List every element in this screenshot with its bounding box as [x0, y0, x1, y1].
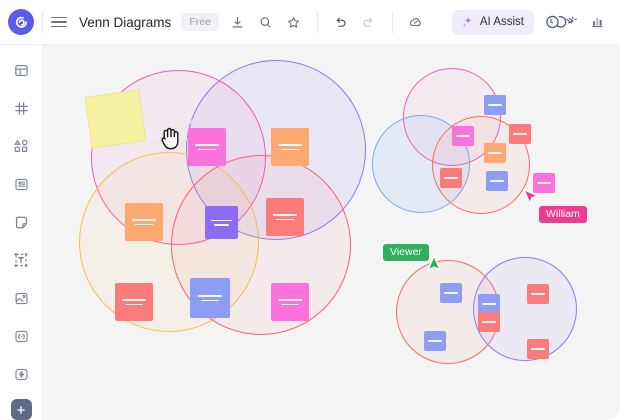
- search-icon[interactable]: [253, 9, 279, 35]
- sidebar-add-button[interactable]: [10, 399, 32, 420]
- sidebar-item-templates[interactable]: [8, 57, 34, 83]
- ai-assist-button[interactable]: AI Assist: [451, 9, 534, 35]
- redo-icon[interactable]: [356, 9, 382, 35]
- note-red-1[interactable]: [266, 198, 304, 236]
- diagram-canvas[interactable]: William Viewer: [43, 45, 620, 420]
- viewer-cursor-label: Viewer: [383, 244, 429, 261]
- note-tr-blue-2[interactable]: [486, 171, 508, 191]
- sidebar-item-image[interactable]: [8, 285, 34, 311]
- note-tr-pink-1[interactable]: [452, 126, 474, 146]
- note-pink-2[interactable]: [271, 283, 309, 321]
- page-title: Venn Diagrams: [79, 14, 172, 30]
- plan-badge: Free: [181, 13, 219, 31]
- sidebar-item-sticky[interactable]: [8, 209, 34, 235]
- sparkles-icon: [462, 16, 472, 27]
- note-tr-pink-2[interactable]: [533, 173, 555, 193]
- note-br-blue-2[interactable]: [478, 294, 500, 314]
- divider: [391, 11, 393, 33]
- note-purple-1[interactable]: [205, 206, 238, 239]
- download-icon[interactable]: [225, 9, 251, 35]
- note-tr-blue-1[interactable]: [484, 95, 506, 115]
- bar-chart-icon[interactable]: [584, 9, 610, 35]
- william-cursor-label: William: [539, 206, 587, 223]
- viewer-cursor: [427, 255, 441, 271]
- hamburger-menu-icon[interactable]: [51, 16, 67, 28]
- note-br-red-2[interactable]: [478, 312, 500, 332]
- note-red-2[interactable]: [115, 283, 153, 321]
- note-blue-1[interactable]: [190, 278, 230, 318]
- note-tr-orange-1[interactable]: [484, 143, 506, 163]
- note-br-blue-3[interactable]: [424, 331, 446, 351]
- collaborator-avatars-icon[interactable]: [544, 11, 578, 33]
- app-logo-swirl-icon[interactable]: [8, 9, 34, 35]
- note-br-red-3[interactable]: [527, 339, 549, 359]
- toolbar-icon-group: [225, 9, 429, 35]
- sidebar-item-frame[interactable]: [8, 95, 34, 121]
- top-bar: Venn Diagrams Free: [0, 0, 620, 45]
- note-tr-red-2[interactable]: [440, 168, 462, 188]
- left-sidebar: [0, 45, 43, 420]
- note-orange-2[interactable]: [125, 203, 163, 241]
- sidebar-item-embed[interactable]: [8, 323, 34, 349]
- sidebar-item-text[interactable]: [8, 247, 34, 273]
- william-cursor: [523, 188, 539, 205]
- dragged-sticky-note[interactable]: [84, 89, 147, 149]
- divider: [316, 11, 318, 33]
- sidebar-item-media[interactable]: [8, 171, 34, 197]
- ai-assist-label: AI Assist: [479, 16, 524, 28]
- star-icon[interactable]: [281, 9, 307, 35]
- undo-icon[interactable]: [328, 9, 354, 35]
- note-br-red-1[interactable]: [527, 284, 549, 304]
- note-pink-1[interactable]: [188, 128, 226, 166]
- cloud-save-icon[interactable]: [403, 9, 429, 35]
- note-tr-red-1[interactable]: [509, 124, 531, 144]
- sidebar-item-integrations[interactable]: [8, 361, 34, 387]
- divider: [42, 11, 43, 33]
- note-orange-1[interactable]: [271, 128, 309, 166]
- note-br-blue-1[interactable]: [440, 283, 462, 303]
- sidebar-item-shapes[interactable]: [8, 133, 34, 159]
- hand-grab-cursor-icon: [161, 127, 179, 150]
